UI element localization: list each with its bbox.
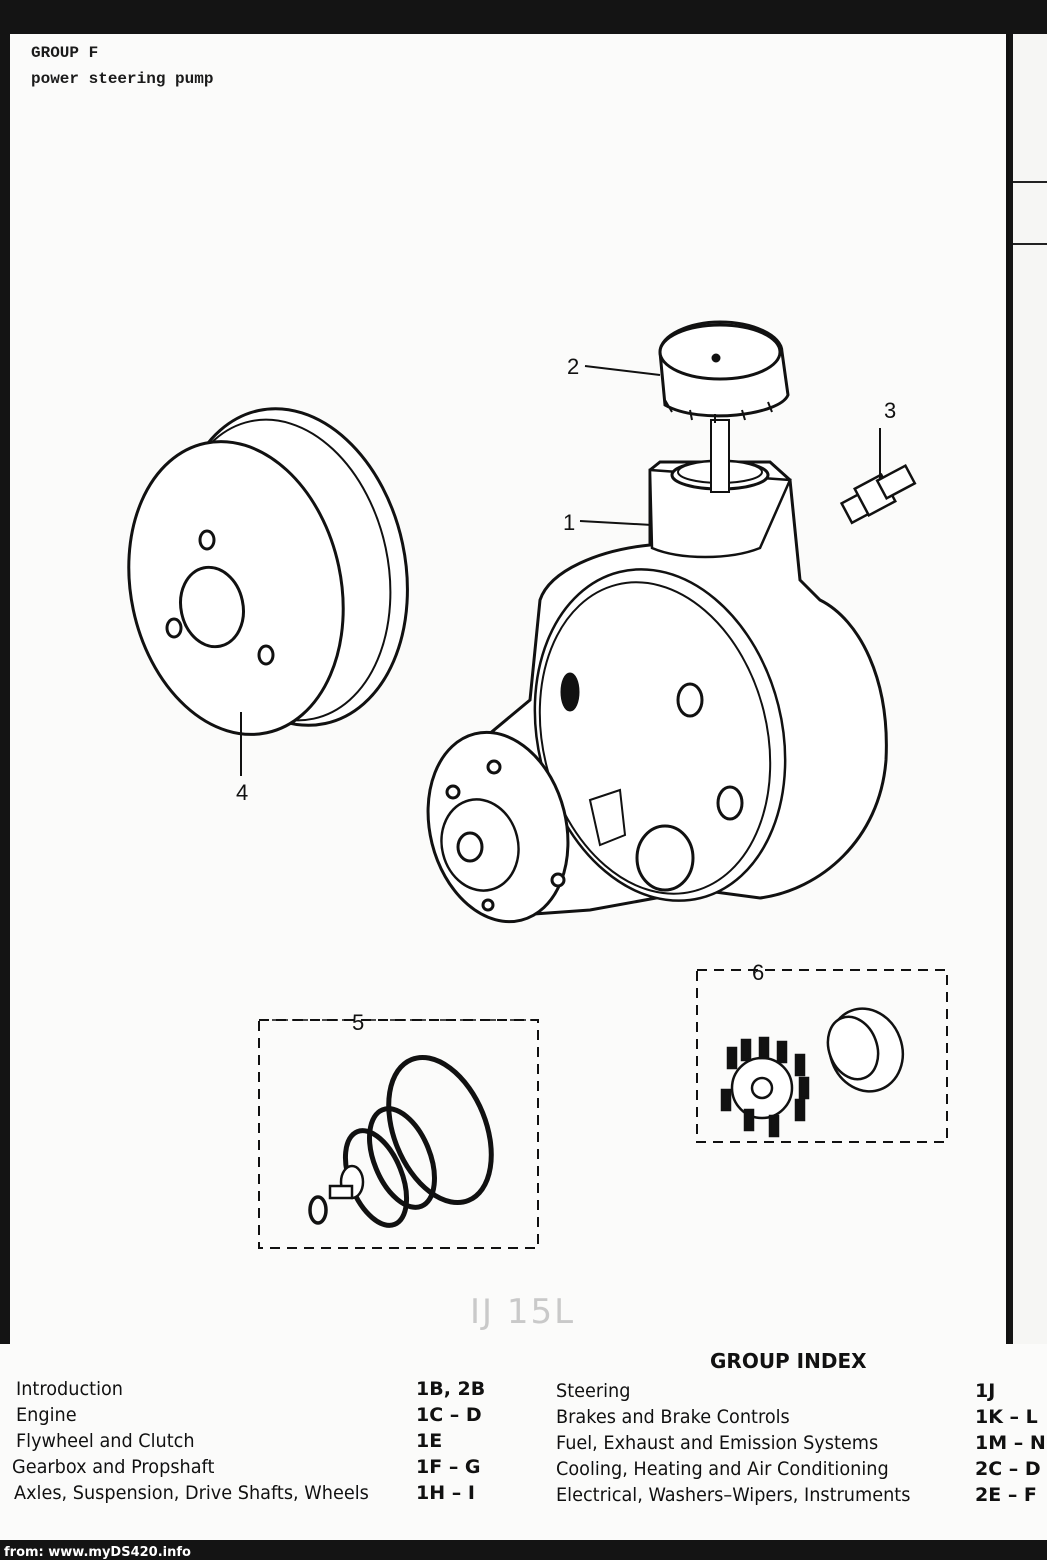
index-code: 2E – F <box>975 1484 1037 1506</box>
index-code: 2C – D <box>975 1458 1041 1480</box>
exploded-parts-diagram: 2 3 1 4 5 6 <box>127 181 1047 1249</box>
index-label: Steering <box>556 1380 631 1402</box>
index-label: Gearbox and Propshaft <box>12 1456 215 1478</box>
callout-1: 1 <box>563 510 575 535</box>
index-code: 1J <box>975 1380 996 1402</box>
group-label: GROUP F <box>31 44 99 62</box>
callout-3: 3 <box>884 398 896 423</box>
adjacent-page-edge <box>1013 34 1047 1346</box>
index-code: 1B, 2B <box>416 1378 486 1400</box>
stud-part <box>839 463 917 525</box>
pump-body-part <box>426 419 888 924</box>
callout-4: 4 <box>236 780 248 805</box>
seal-kit-part <box>258 1019 539 1249</box>
index-code: 1H – I <box>416 1482 475 1504</box>
pulley-part <box>127 407 409 736</box>
index-label: Brakes and Brake Controls <box>556 1406 790 1428</box>
callout-6: 6 <box>752 960 764 985</box>
index-code: 1K – L <box>975 1406 1038 1428</box>
group-index-panel <box>0 1344 1047 1540</box>
callout-5: 5 <box>352 1010 364 1035</box>
index-label: Cooling, Heating and Air Conditioning <box>556 1458 889 1480</box>
callout-2: 2 <box>567 354 579 379</box>
page-subtitle: power steering pump <box>31 70 214 88</box>
index-label: Fuel, Exhaust and Emission Systems <box>556 1432 879 1454</box>
index-label: Flywheel and Clutch <box>16 1430 195 1452</box>
index-code: 1M – N <box>975 1432 1046 1454</box>
source-footer: from: www.myDS420.info <box>4 1545 191 1560</box>
index-code: 1C – D <box>416 1404 482 1426</box>
rotor-kit-part <box>696 969 948 1143</box>
index-label: Introduction <box>16 1378 124 1400</box>
handwritten-note: IJ 15L <box>470 1292 576 1332</box>
index-label: Electrical, Washers–Wipers, Instruments <box>556 1484 911 1506</box>
index-code: 1F – G <box>416 1456 481 1478</box>
index-code: 1E <box>416 1430 443 1452</box>
group-index-title: GROUP INDEX <box>710 1349 867 1373</box>
index-label: Axles, Suspension, Drive Shafts, Wheels <box>14 1482 369 1504</box>
reservoir-cap-part <box>658 320 790 423</box>
index-label: Engine <box>16 1404 77 1426</box>
